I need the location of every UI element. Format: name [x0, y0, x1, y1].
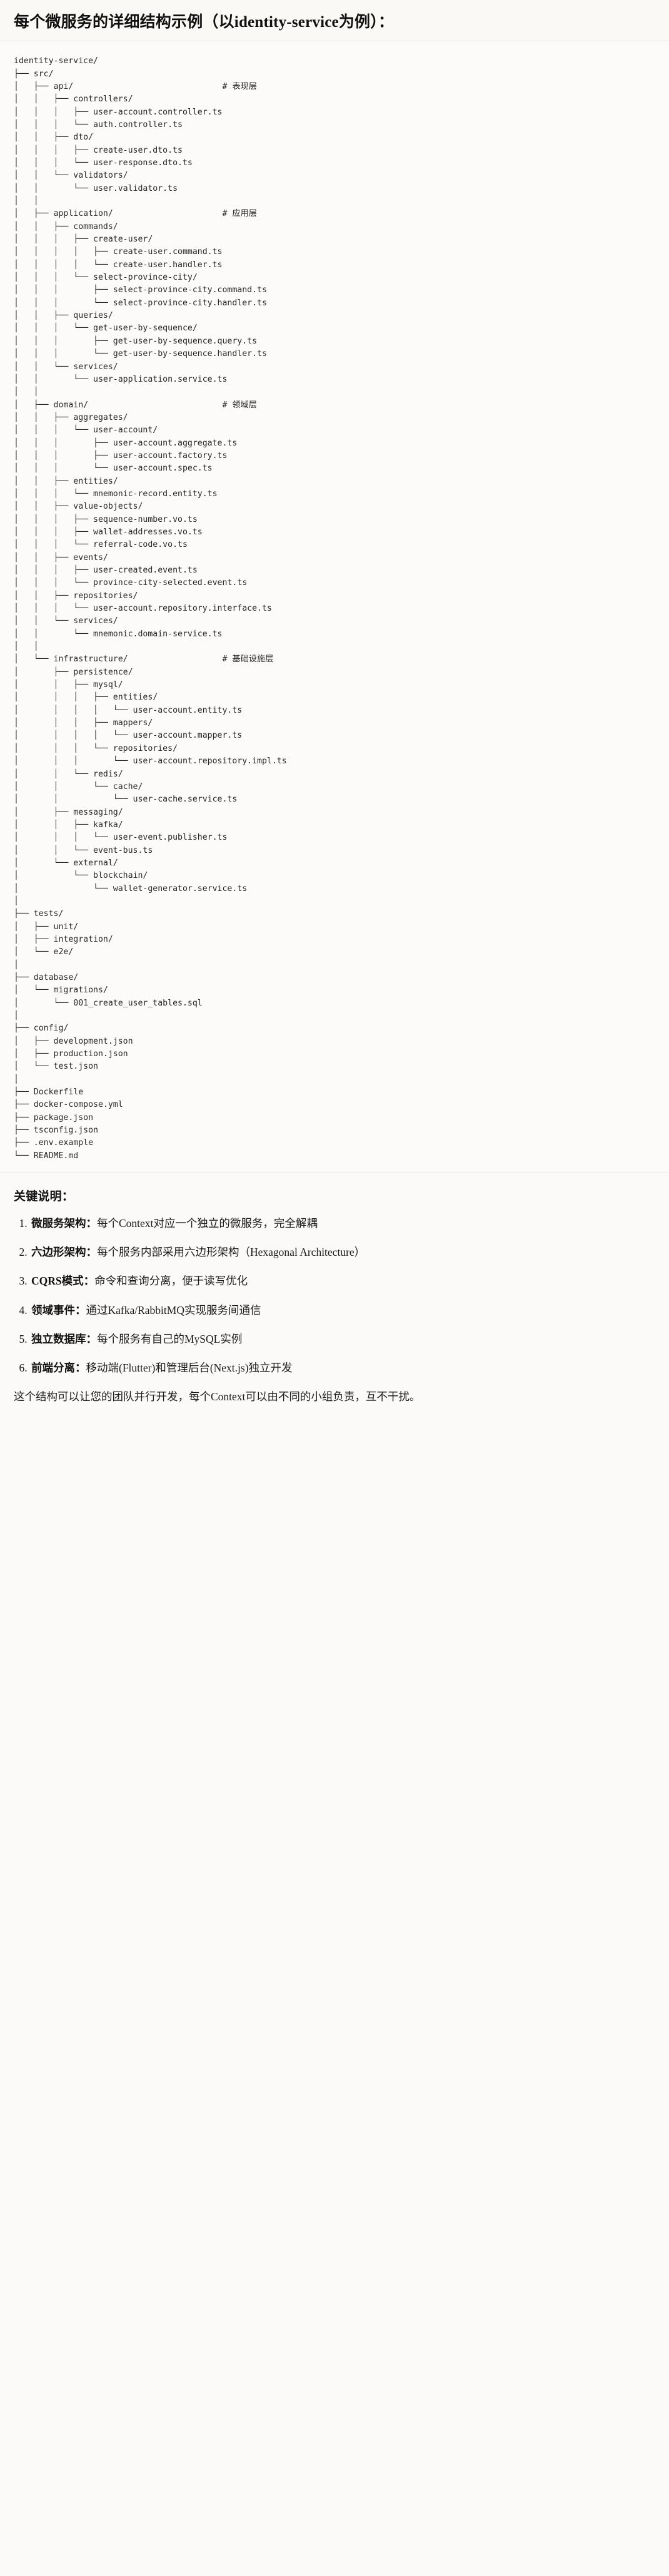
- key-notes-title: 关键说明：: [14, 1190, 74, 1204]
- list-item: CQRS模式：命令和查询分离，便于读写优化: [30, 1273, 655, 1290]
- note-separator: ：: [86, 1217, 98, 1230]
- note-term: 领域事件: [31, 1303, 75, 1316]
- note-term: 微服务架构: [31, 1217, 86, 1230]
- note-term: 独立数据库: [31, 1332, 86, 1345]
- key-notes-list: 微服务架构：每个Context对应一个独立的微服务，完全解耦 六边形架构：每个服…: [14, 1215, 655, 1377]
- list-item: 前端分离：移动端(Flutter)和管理后台(Next.js)独立开发: [30, 1360, 655, 1377]
- document-header: 每个微服务的详细结构示例（以identity-service为例）：: [0, 0, 669, 42]
- closing-paragraph: 这个结构可以让您的团队并行开发，每个Context可以由不同的小组负责，互不干扰…: [14, 1390, 421, 1403]
- note-description: 命令和查询分离，便于读写优化: [94, 1275, 248, 1288]
- note-description: 每个服务有自己的MySQL实例: [97, 1332, 243, 1345]
- note-term: 前端分离: [31, 1361, 75, 1374]
- note-separator: ：: [86, 1332, 98, 1345]
- note-separator: ：: [75, 1361, 86, 1374]
- note-description: 每个服务内部采用六边形架构（Hexagonal Architecture）: [97, 1246, 366, 1259]
- note-description: 每个Context对应一个独立的微服务，完全解耦: [97, 1217, 318, 1230]
- page-title: 每个微服务的详细结构示例（以identity-service为例）：: [14, 14, 395, 31]
- note-term: CQRS模式: [31, 1275, 84, 1288]
- list-item: 六边形架构：每个服务内部采用六边形架构（Hexagonal Architectu…: [30, 1244, 655, 1261]
- note-separator: ：: [83, 1275, 95, 1288]
- list-item: 微服务架构：每个Context对应一个独立的微服务，完全解耦: [30, 1215, 655, 1232]
- directory-tree: identity-service/ ├── src/ │ ├── api/ # …: [14, 56, 287, 1161]
- note-description: 移动端(Flutter)和管理后台(Next.js)独立开发: [86, 1361, 293, 1374]
- key-notes-block: 关键说明： 微服务架构：每个Context对应一个独立的微服务，完全解耦 六边形…: [0, 1173, 669, 1422]
- note-term: 六边形架构: [31, 1246, 86, 1259]
- list-item: 领域事件：通过Kafka/RabbitMQ实现服务间通信: [30, 1302, 655, 1319]
- note-separator: ：: [75, 1303, 86, 1316]
- directory-tree-block: identity-service/ ├── src/ │ ├── api/ # …: [0, 41, 669, 1173]
- document-page: 每个微服务的详细结构示例（以identity-service为例）： ident…: [0, 0, 669, 1422]
- note-separator: ：: [86, 1246, 98, 1259]
- note-description: 通过Kafka/RabbitMQ实现服务间通信: [86, 1303, 261, 1316]
- list-item: 独立数据库：每个服务有自己的MySQL实例: [30, 1331, 655, 1348]
